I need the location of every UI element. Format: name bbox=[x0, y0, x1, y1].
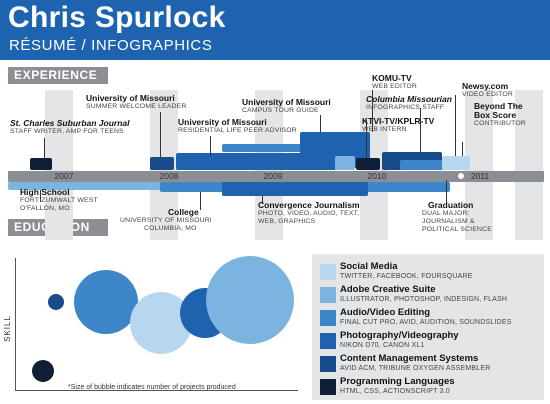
leader-line bbox=[320, 115, 321, 132]
year-label: 2007 bbox=[54, 171, 74, 181]
education-entry: Convergence Journalism PHOTO, VIDEO, AUD… bbox=[258, 200, 360, 226]
bar-summer-welcome bbox=[150, 157, 174, 170]
education-entry: High School FORT ZUMWALT WEST O'FALLON, … bbox=[20, 187, 98, 213]
legend-item: Social Media TWITTER, FACEBOOK, FOURSQUA… bbox=[340, 261, 473, 280]
experience-entry: KOMU-TV WEB EDITOR bbox=[372, 73, 417, 91]
bar-peer-advisor bbox=[176, 153, 336, 170]
experience-section-label: EXPERIENCE bbox=[8, 67, 108, 84]
legend-swatch bbox=[320, 356, 336, 372]
skills-bubble-chart: SKILL *Size of bubble indicates number o… bbox=[0, 248, 300, 404]
legend-item: Adobe Creative Suite ILLUSTRATOR, PHOTOS… bbox=[340, 284, 508, 303]
experience-entry: University of Missouri CAMPUS TOUR GUIDE bbox=[242, 97, 331, 115]
leader-line bbox=[462, 142, 463, 156]
bubble-audio-video bbox=[74, 270, 138, 334]
legend-swatch bbox=[320, 287, 336, 303]
experience-entry: KTVI-TV/KPLR-TV WEB INTERN bbox=[362, 116, 435, 134]
legend-swatch bbox=[320, 333, 336, 349]
education-entry: Graduation DUAL MAJOR: JOURNALISM & POLI… bbox=[422, 200, 493, 234]
leader-line bbox=[262, 196, 263, 204]
bar-suburban-journal bbox=[30, 158, 52, 170]
bubble-adobe bbox=[206, 256, 294, 344]
timeline-stripe bbox=[515, 90, 543, 240]
header-banner: Chris Spurlock RÉSUMÉ / INFOGRAPHICS bbox=[0, 0, 550, 60]
experience-entry: Newsy.com VIDEO EDITOR bbox=[462, 81, 513, 99]
leader-line bbox=[210, 136, 211, 156]
legend-item: Photography/Videography NIKON D70, CANON… bbox=[340, 330, 459, 349]
bar-komu-light bbox=[335, 156, 355, 170]
year-label: 2009 bbox=[263, 171, 283, 181]
x-axis bbox=[15, 390, 298, 391]
education-entry: College UNIVERSITY OF MISSOURI COLUMBIA,… bbox=[120, 207, 212, 233]
experience-entry: University of Missouri RESIDENTIAL LIFE … bbox=[178, 117, 297, 135]
page-title: Chris Spurlock bbox=[8, 1, 226, 34]
experience-entry: University of Missouri SUMMER WELCOME LE… bbox=[86, 93, 187, 111]
year-label: 2010 bbox=[367, 171, 387, 181]
y-axis-label: SKILL bbox=[2, 315, 12, 342]
leader-line bbox=[44, 138, 45, 158]
chart-footnote: *Size of bubble indicates number of proj… bbox=[68, 384, 236, 391]
skills-legend: Social Media TWITTER, FACEBOOK, FOURSQUA… bbox=[312, 254, 544, 400]
experience-entry: St. Charles Suburban Journal STAFF WRITE… bbox=[10, 118, 130, 136]
year-label: 2011 bbox=[470, 171, 490, 181]
leader-line bbox=[366, 120, 367, 158]
experience-entry: Columbia Missourian INFOGRAPHICS STAFF bbox=[366, 94, 452, 112]
legend-swatch bbox=[320, 264, 336, 280]
bar-tour-guide bbox=[222, 144, 342, 152]
year-label: 2008 bbox=[159, 171, 179, 181]
bubble-programming-languages bbox=[32, 360, 54, 382]
leader-line bbox=[446, 180, 447, 202]
legend-swatch bbox=[320, 379, 336, 395]
legend-item: Audio/Video Editing FINAL CUT PRO, AVID,… bbox=[340, 307, 512, 326]
leader-line bbox=[420, 108, 421, 152]
bar-ktvi bbox=[356, 158, 380, 170]
leader-line bbox=[455, 95, 456, 156]
bar-newsy bbox=[442, 156, 470, 170]
timeline: 2007 2008 2009 2010 2011 St. Charles Sub… bbox=[0, 60, 550, 245]
y-axis bbox=[15, 258, 16, 390]
bar-missourian-2 bbox=[400, 160, 448, 170]
leader-line bbox=[40, 190, 41, 202]
year-axis-bar bbox=[8, 171, 544, 182]
legend-item: Content Management Systems AVID ACM, TRI… bbox=[340, 353, 491, 372]
bubble-content-management bbox=[48, 294, 64, 310]
page-subtitle: RÉSUMÉ / INFOGRAPHICS bbox=[9, 37, 213, 54]
bar-convergence bbox=[222, 182, 368, 196]
graduation-marker bbox=[458, 173, 464, 179]
bar-high-school bbox=[8, 182, 168, 190]
leader-line bbox=[160, 112, 161, 157]
legend-swatch bbox=[320, 310, 336, 326]
experience-entry: Beyond The Box Score CONTRIBUTOR bbox=[474, 101, 526, 128]
legend-item: Programming Languages HTML, CSS, ACTIONS… bbox=[340, 376, 455, 395]
leader-line bbox=[372, 90, 373, 132]
leader-line bbox=[200, 192, 201, 210]
